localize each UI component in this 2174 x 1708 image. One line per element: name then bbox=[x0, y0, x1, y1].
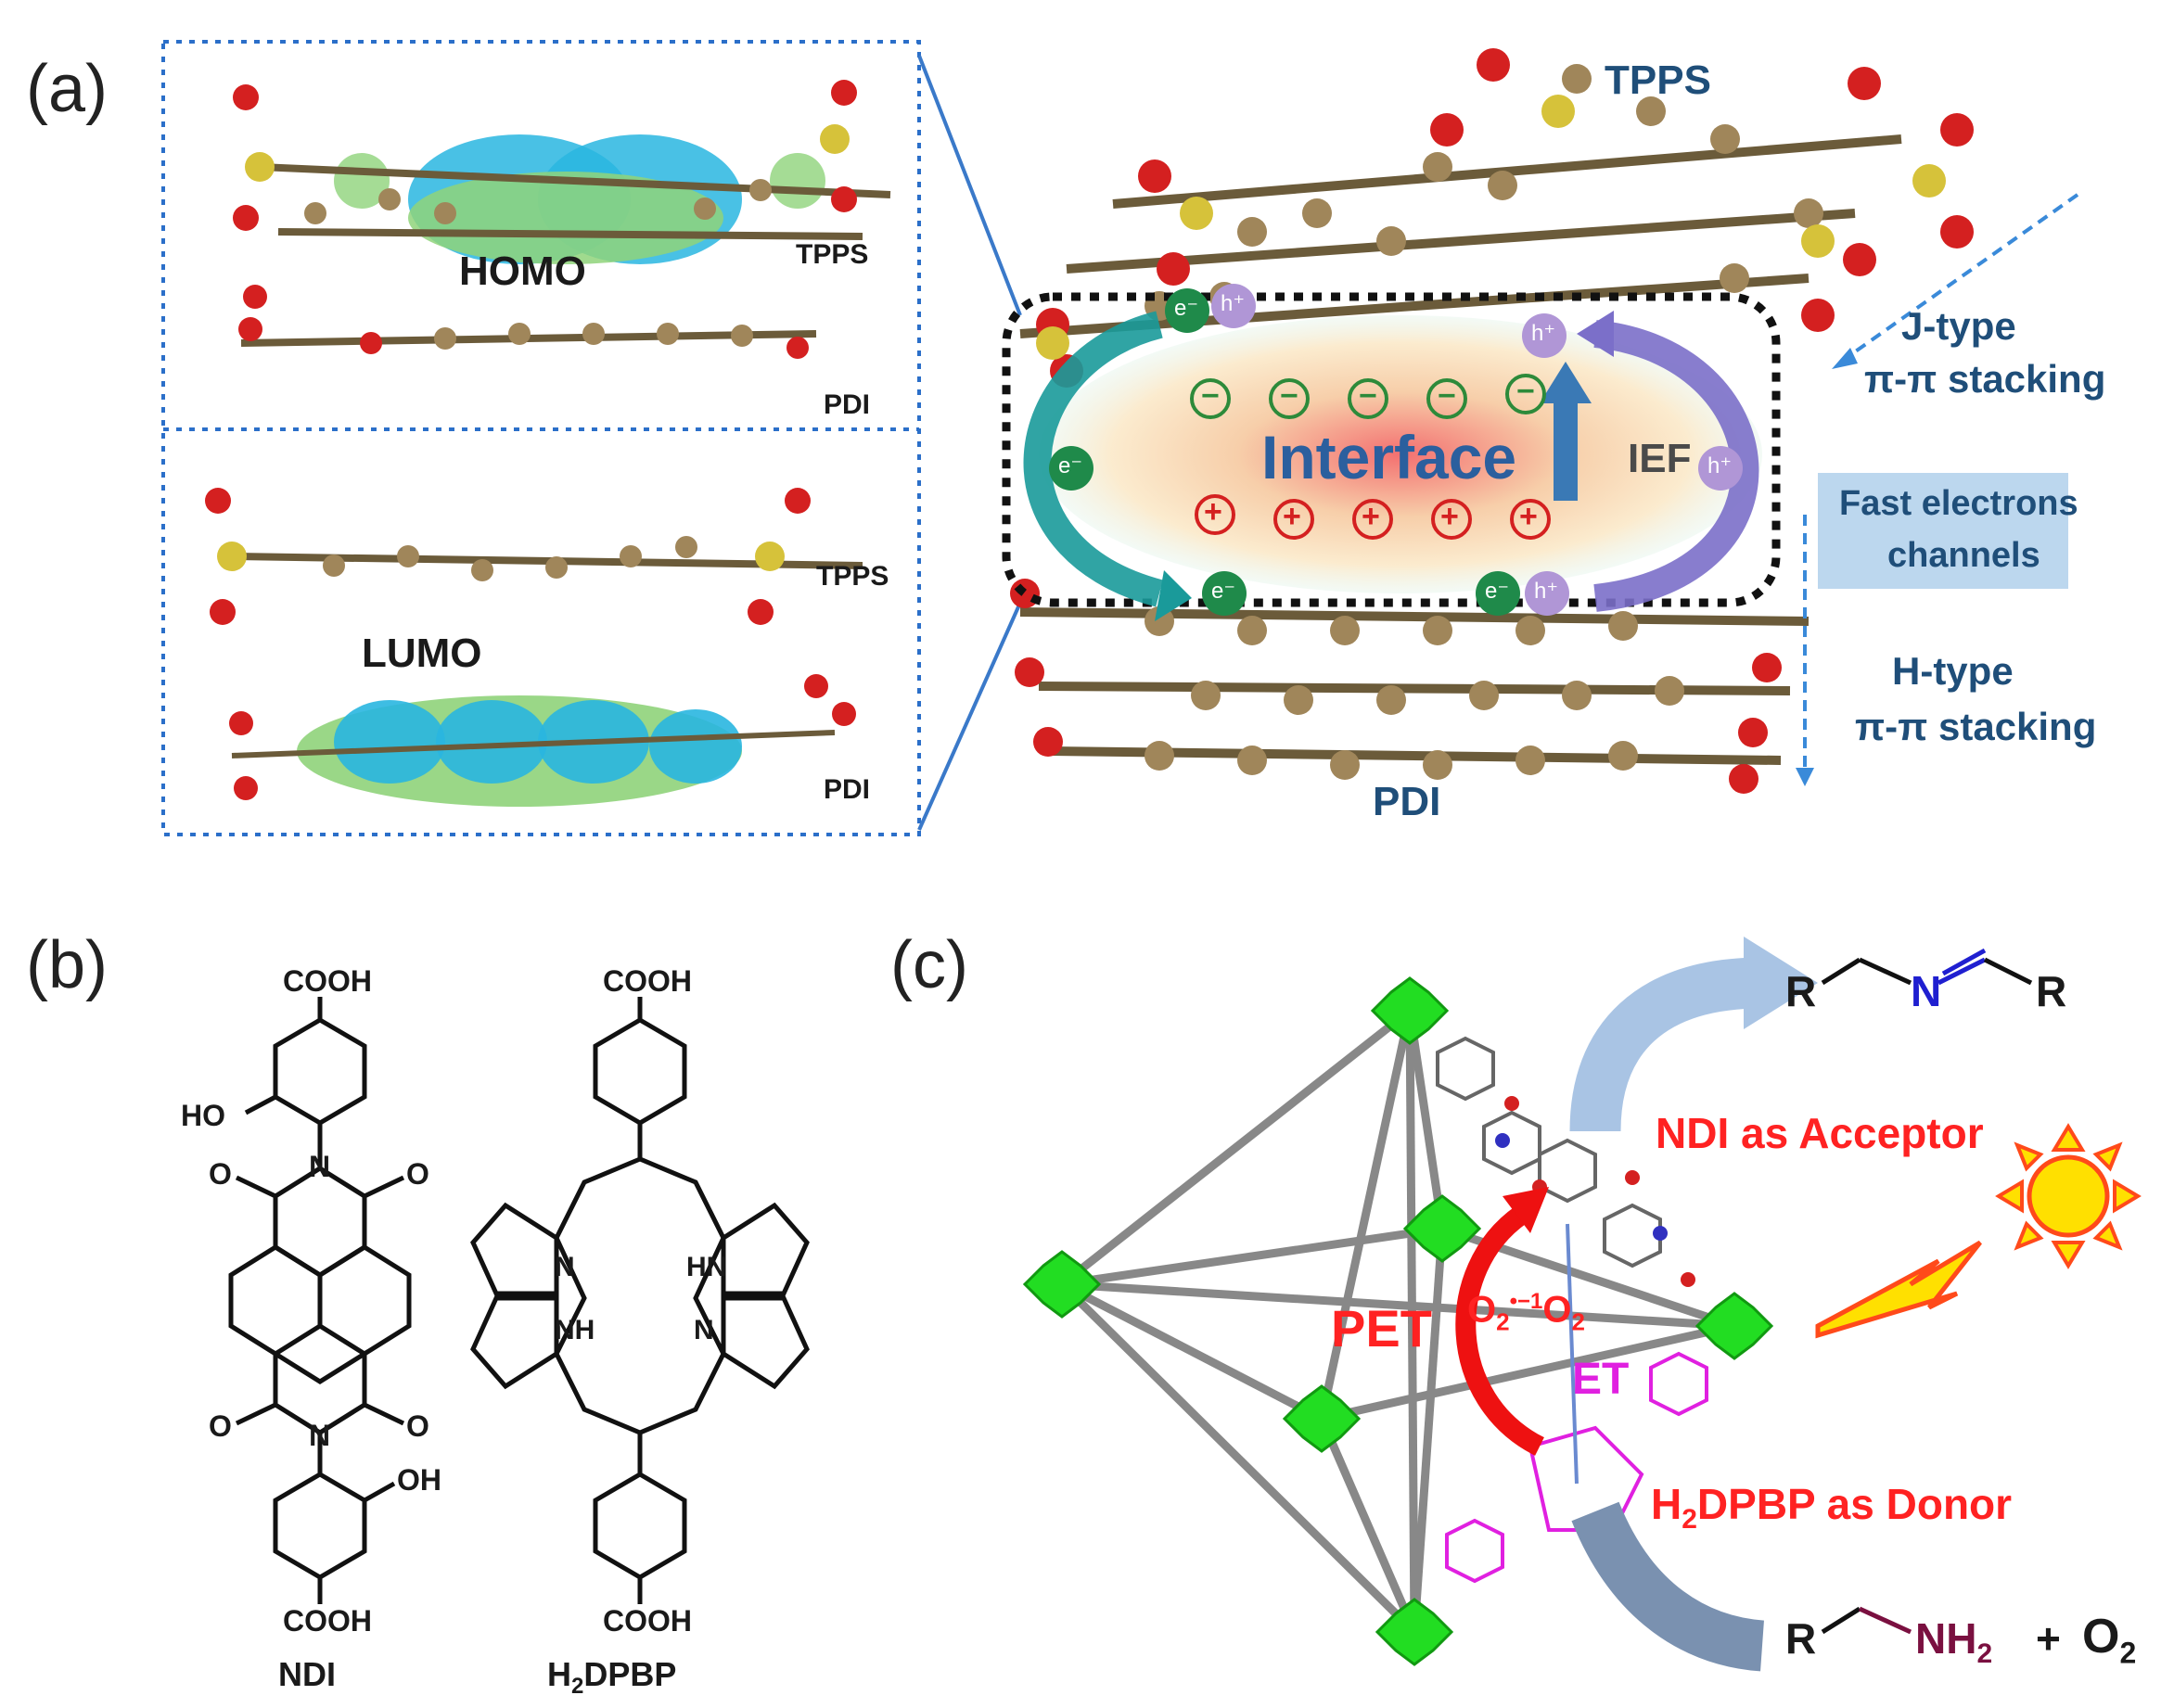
panel-label-a: (a) bbox=[26, 52, 108, 126]
ndi-o-left-bottom: O bbox=[209, 1409, 232, 1443]
plus-sign: + bbox=[1440, 499, 1459, 534]
electron-label: e⁻ bbox=[1058, 453, 1083, 478]
ndi-ho: HO bbox=[181, 1099, 225, 1132]
plus-sign: + bbox=[1283, 499, 1301, 534]
oxygen-species-label: O2•−1O2 bbox=[1467, 1289, 1585, 1336]
electron-label: e⁻ bbox=[1211, 579, 1236, 604]
inset-tpps-bottom-label: TPPS bbox=[816, 561, 889, 592]
inset-pdi-top-label: PDI bbox=[824, 389, 871, 420]
fast-channels-label: channels bbox=[1887, 536, 2040, 575]
inset-pdi-bottom-label: PDI bbox=[824, 774, 871, 805]
pet-label: PET bbox=[1331, 1299, 1432, 1357]
ndi-n-top: N bbox=[309, 1150, 331, 1183]
panel-label-b: (b) bbox=[26, 928, 108, 1002]
ndi-name: NDI bbox=[278, 1655, 336, 1693]
ndi-n-bottom: N bbox=[309, 1419, 331, 1452]
ndi-o-right-bottom: O bbox=[406, 1409, 429, 1443]
dpbp-donor-label: H2DPBP as Donor bbox=[1651, 1480, 2013, 1536]
h-type-stacking-label: π-π stacking bbox=[1855, 705, 2097, 748]
h2dpbp-cooh-top: COOH bbox=[603, 964, 692, 998]
ndi-cooh-top: COOH bbox=[283, 964, 372, 998]
et-label: ET bbox=[1572, 1355, 1630, 1404]
product-r-left: R bbox=[1785, 967, 1817, 1015]
lumo-label: LUMO bbox=[362, 631, 482, 676]
hole-label: h⁺ bbox=[1531, 321, 1556, 346]
interface-label: Interface bbox=[1261, 423, 1517, 491]
minus-sign: − bbox=[1359, 378, 1377, 414]
ndi-oh: OH bbox=[397, 1463, 441, 1497]
h2dpbp-cooh-bottom: COOH bbox=[603, 1604, 692, 1638]
minus-sign: − bbox=[1201, 378, 1220, 414]
h2dpbp-hn: HN bbox=[686, 1252, 727, 1282]
substrate-r: R bbox=[1785, 1614, 1817, 1663]
substrate-o2: O2 bbox=[2082, 1610, 2137, 1670]
ndi-cooh-bottom: COOH bbox=[283, 1604, 372, 1638]
electron-label: e⁻ bbox=[1485, 579, 1510, 604]
h2dpbp-name: H2DPBP bbox=[547, 1655, 677, 1700]
h2dpbp-nh: NH bbox=[555, 1315, 595, 1345]
plus-sign: + bbox=[1519, 499, 1538, 534]
plus-sign: + bbox=[1204, 494, 1222, 529]
stack-tpps-label: TPPS bbox=[1605, 57, 1711, 103]
plus-sign: + bbox=[1362, 499, 1380, 534]
hole-label: h⁺ bbox=[1707, 453, 1733, 478]
fast-electrons-label: Fast electrons bbox=[1839, 484, 2078, 523]
hole-label: h⁺ bbox=[1221, 291, 1246, 316]
j-type-label: J-type bbox=[1901, 304, 2016, 348]
ndi-o-left-top: O bbox=[209, 1157, 232, 1191]
inset-tpps-top-label: TPPS bbox=[796, 239, 869, 270]
minus-sign: − bbox=[1516, 374, 1535, 409]
minus-sign: − bbox=[1438, 378, 1456, 414]
electron-label: e⁻ bbox=[1174, 296, 1199, 321]
ndi-o-right-top: O bbox=[406, 1157, 429, 1191]
product-n: N bbox=[1911, 967, 1942, 1015]
product-r-right: R bbox=[2036, 967, 2067, 1015]
homo-label: HOMO bbox=[459, 249, 586, 294]
h2dpbp-n-left: N bbox=[555, 1252, 575, 1282]
substrate-plus: + bbox=[2036, 1614, 2061, 1663]
stack-pdi-label: PDI bbox=[1373, 779, 1441, 824]
substrate-nh2: NH2 bbox=[1915, 1614, 1993, 1670]
h2dpbp-n-right: N bbox=[694, 1315, 714, 1345]
h-type-label: H-type bbox=[1892, 649, 2014, 693]
ndi-acceptor-label: NDI as Acceptor bbox=[1656, 1109, 1984, 1157]
j-type-stacking-label: π-π stacking bbox=[1864, 357, 2106, 401]
minus-sign: − bbox=[1280, 378, 1298, 414]
hole-label: h⁺ bbox=[1534, 579, 1559, 604]
ief-label: IEF bbox=[1628, 436, 1692, 481]
panel-label-c: (c) bbox=[890, 928, 968, 1002]
